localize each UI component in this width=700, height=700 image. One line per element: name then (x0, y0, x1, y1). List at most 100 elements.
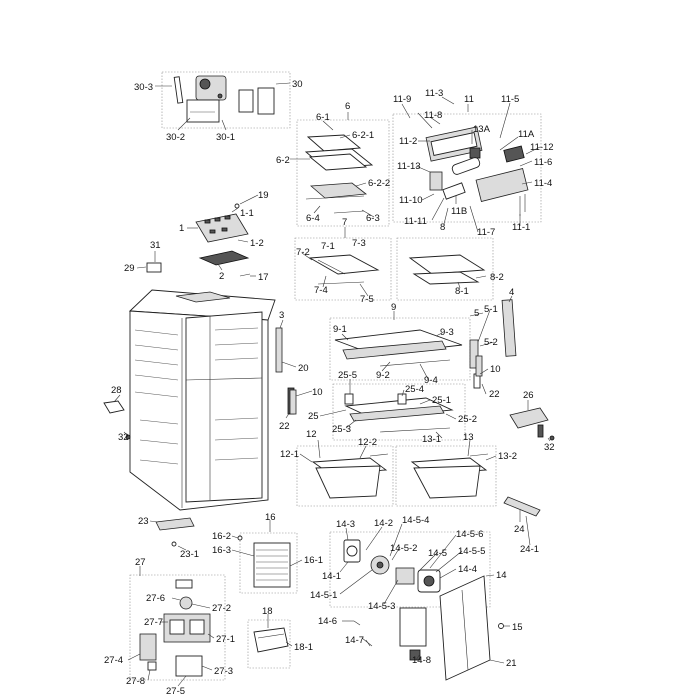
label-22-right: 22 (489, 389, 500, 400)
label-23: 23 (138, 516, 149, 527)
label-19: 19 (258, 190, 269, 201)
callout-labels: 30-3 30 30-2 30-1 6 6-1 6-2-1 6-2 6-2-2 … (104, 79, 555, 697)
label-9-4: 9-4 (424, 375, 438, 386)
label-27-7: 27-7 (144, 617, 163, 628)
part-cabinet-body (128, 289, 276, 511)
label-27-1: 27-1 (216, 634, 235, 645)
label-12-2: 12-2 (358, 437, 377, 448)
label-2: 2 (219, 271, 224, 282)
label-30-2: 30-2 (166, 132, 185, 143)
label-11-5: 11-5 (501, 94, 519, 105)
label-18-1: 18-1 (294, 642, 313, 653)
part-18-tray (253, 627, 289, 653)
label-11-10: 11-10 (399, 195, 423, 206)
label-25-1: 25-1 (432, 395, 451, 406)
label-18: 18 (262, 606, 273, 617)
label-27-4: 27-4 (104, 655, 123, 666)
label-21: 21 (506, 658, 517, 669)
label-14-5-4: 14-5-4 (402, 515, 429, 526)
label-14-5-3: 14-5-3 (368, 601, 395, 612)
label-11: 11 (464, 94, 474, 105)
label-6-4: 6-4 (306, 213, 320, 224)
label-16-2: 16-2 (212, 531, 231, 542)
part-21-freezer-door (399, 575, 491, 681)
label-11-3: 11-3 (425, 88, 443, 99)
label-8-2: 8-2 (490, 272, 504, 283)
label-13: 13 (463, 432, 474, 443)
leader-lines (113, 82, 551, 687)
label-11-1: 11-1 (512, 222, 530, 233)
label-6-1: 6-1 (316, 112, 330, 123)
label-30-1: 30-1 (216, 132, 235, 143)
label-14-5-1: 14-5-1 (310, 590, 337, 601)
label-16-1: 16-1 (304, 555, 323, 566)
label-14-6: 14-6 (318, 616, 337, 627)
label-25-2: 25-2 (458, 414, 477, 425)
label-7: 7 (342, 217, 347, 228)
part-8-shelf (408, 254, 486, 285)
label-24: 24 (514, 524, 525, 535)
label-5: 5 (474, 308, 479, 319)
label-28: 28 (111, 385, 122, 396)
label-10-left: 10 (312, 387, 323, 398)
label-12-1: 12-1 (280, 449, 299, 460)
label-20: 20 (298, 363, 309, 374)
label-24-1: 24-1 (520, 544, 539, 555)
label-4: 4 (509, 287, 514, 298)
label-14-3: 14-3 (336, 519, 355, 530)
label-9-3: 9-3 (440, 327, 454, 338)
label-7-4: 7-4 (314, 285, 328, 296)
label-13-2: 13-2 (498, 451, 517, 462)
label-11-7: 11-7 (477, 227, 495, 238)
label-11-9: 11-9 (393, 94, 411, 105)
label-27-3: 27-3 (214, 666, 233, 677)
label-5-1: 5-1 (484, 304, 498, 315)
label-9-1: 9-1 (333, 324, 347, 335)
label-25: 25 (308, 411, 319, 422)
label-13-1: 13-1 (422, 434, 441, 445)
part-30-ice-bucket-assembly (173, 75, 275, 123)
label-6-2-2: 6-2-2 (368, 178, 390, 189)
label-25-3: 25-3 (332, 424, 351, 435)
label-11-2: 11-2 (399, 136, 417, 147)
label-14-1: 14-1 (322, 571, 341, 582)
label-17: 17 (258, 272, 269, 283)
part-6-shelf-assembly (304, 134, 374, 214)
label-11-4: 11-4 (534, 178, 552, 189)
label-30: 30 (292, 79, 303, 90)
part-9-shelf (334, 329, 463, 367)
label-14: 14 (496, 570, 507, 581)
label-14-7: 14-7 (345, 635, 364, 646)
label-6-2-1: 6-2-1 (352, 130, 374, 141)
part-16-evaporator (237, 535, 291, 588)
label-14-4: 14-4 (458, 564, 477, 575)
label-14-5-6: 14-5-6 (456, 529, 483, 540)
label-11-8: 11-8 (424, 110, 442, 121)
label-27-8: 27-8 (126, 676, 145, 687)
label-16: 16 (265, 512, 276, 523)
label-1-1: 1-1 (240, 208, 254, 219)
label-25-5: 25-5 (338, 370, 357, 381)
part-25-shelf (344, 393, 454, 433)
label-6: 6 (345, 101, 350, 112)
label-15: 15 (512, 622, 523, 633)
label-14-5-5: 14-5-5 (458, 546, 485, 557)
label-11A: 11A (518, 129, 535, 140)
label-32-left: 32 (118, 432, 129, 443)
label-14-5: 14-5 (428, 548, 447, 559)
label-11-13: 11-13 (397, 161, 421, 172)
label-3: 3 (279, 310, 284, 321)
label-7-5: 7-5 (360, 294, 374, 305)
label-25-4: 25-4 (405, 384, 424, 395)
label-5-2: 5-2 (484, 337, 498, 348)
label-27-6: 27-6 (146, 593, 165, 604)
label-1: 1 (179, 223, 184, 234)
part-26-28-hinges (103, 400, 549, 438)
label-30-3: 30-3 (134, 82, 153, 93)
label-27-2: 27-2 (212, 603, 231, 614)
label-32-right: 32 (544, 442, 555, 453)
label-23-1: 23-1 (180, 549, 199, 560)
label-27-5: 27-5 (166, 686, 185, 697)
part-3-5-4-rails (275, 299, 517, 415)
part-12-13-drawers (311, 453, 489, 499)
